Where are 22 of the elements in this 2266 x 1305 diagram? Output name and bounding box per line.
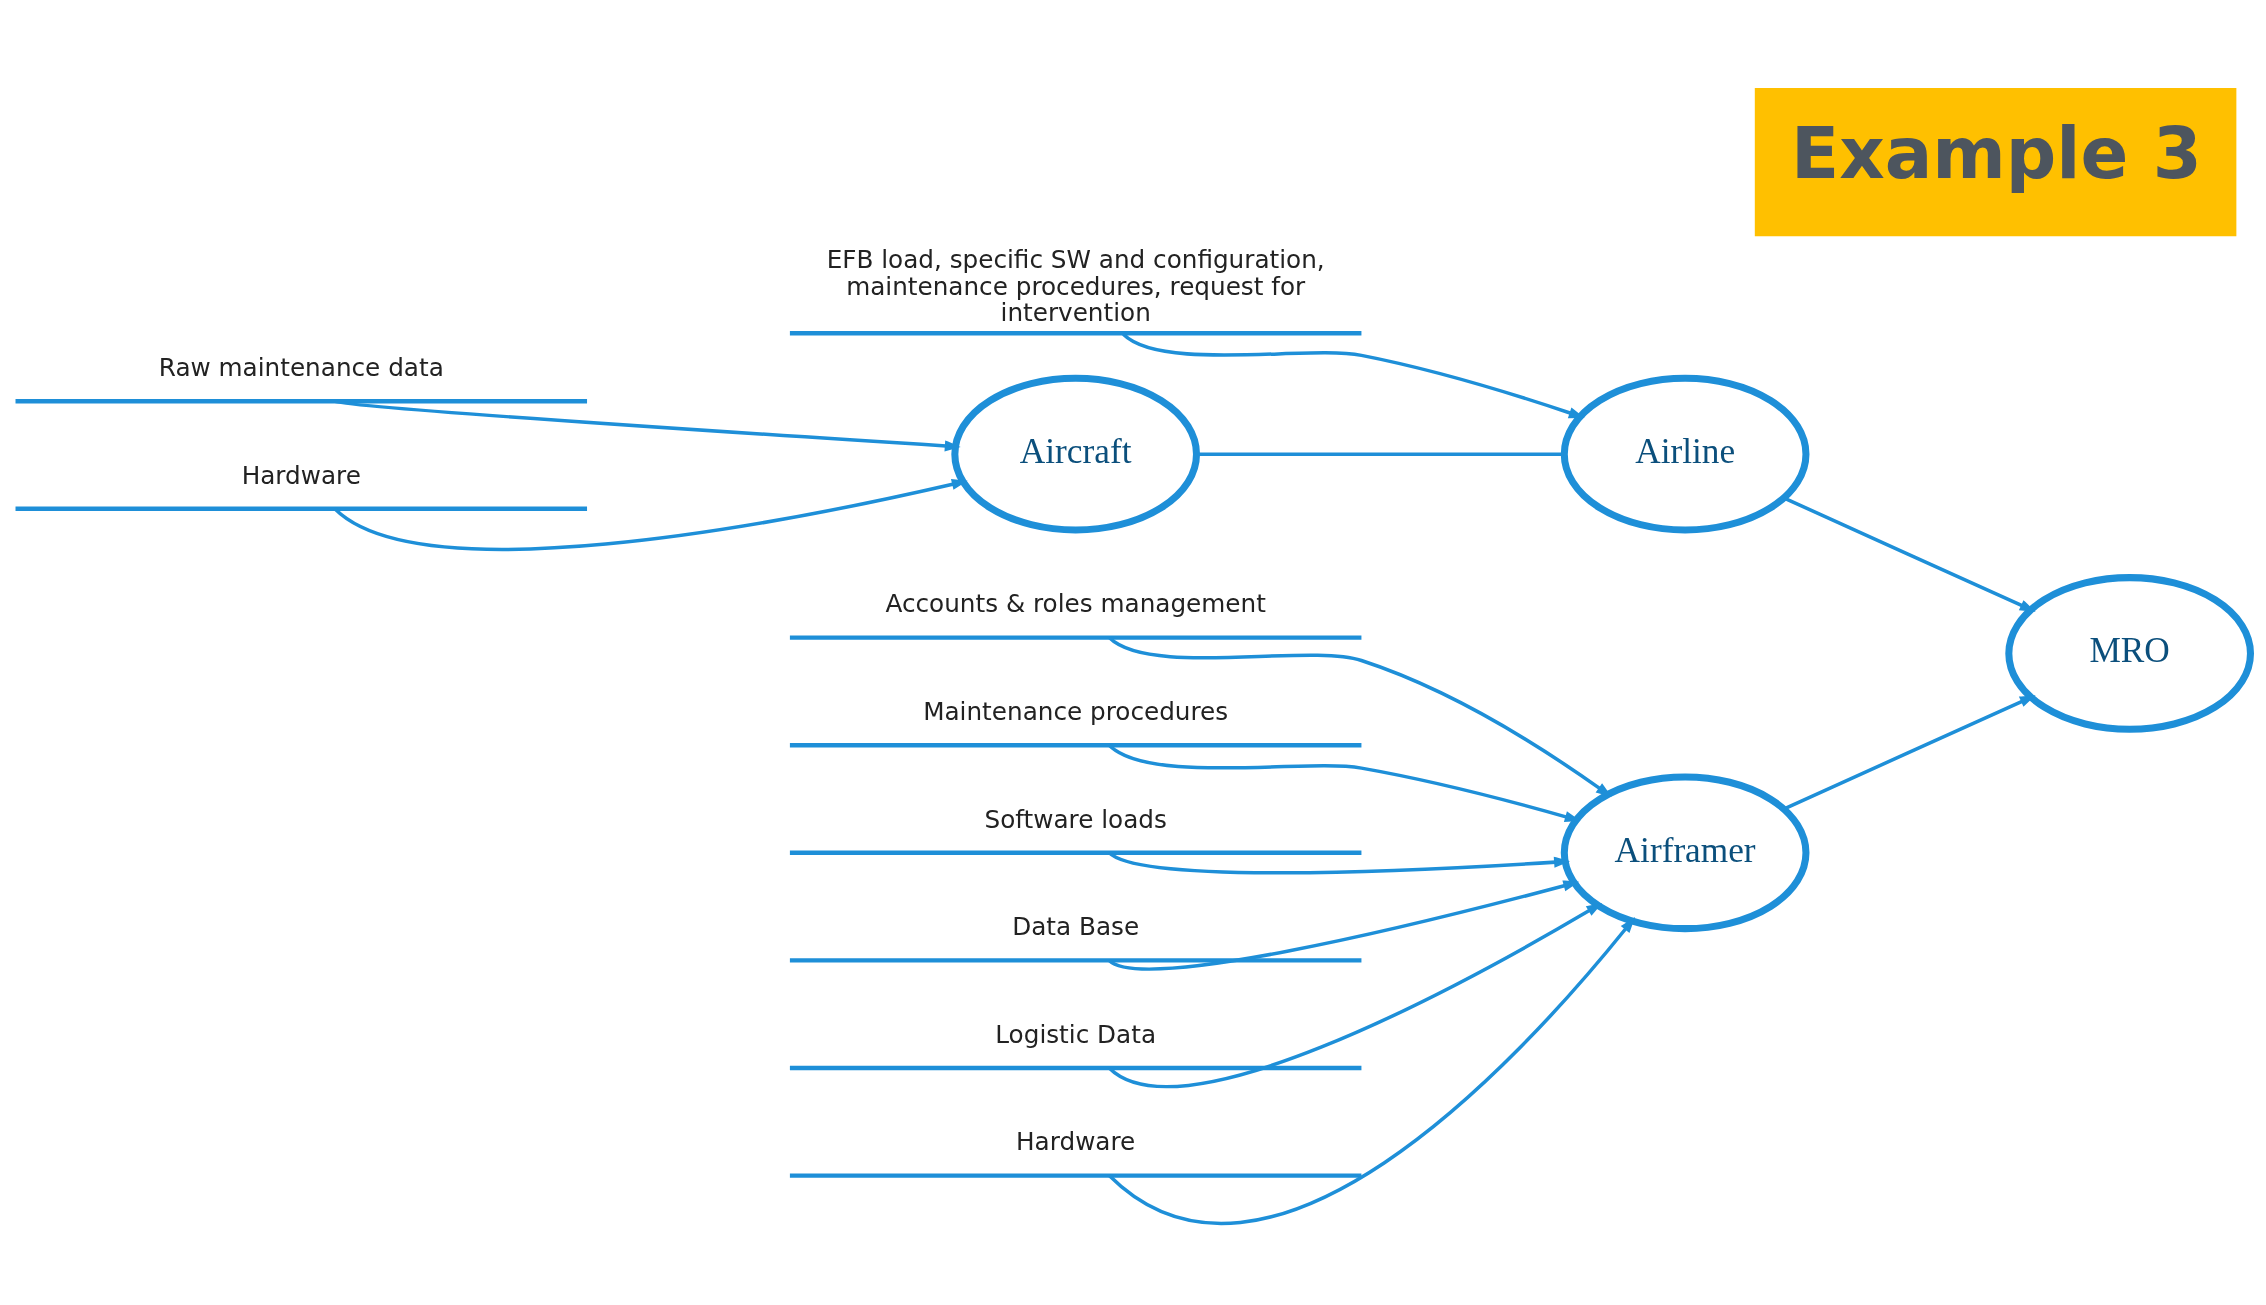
arrow <box>1108 636 1612 798</box>
node-text: Logistic Data <box>995 1019 1157 1049</box>
node-text: Hardware <box>1016 1127 1136 1157</box>
arrow <box>1122 332 1585 419</box>
arrow <box>334 399 961 452</box>
arrow <box>1108 902 1603 1088</box>
arrow <box>1108 880 1580 971</box>
node-text: Maintenance procedures <box>923 696 1229 726</box>
node-ellipse: Airline <box>1560 374 1810 534</box>
node-text: Hardware <box>241 460 361 490</box>
arrow <box>1783 496 2036 612</box>
diagram-title: Example 3 <box>1790 113 2202 196</box>
node-text: Accounts & roles management <box>885 589 1266 619</box>
node-text: EFB load, specific SW and configuration, maintenance procedures, request for intervention <box>826 245 1325 328</box>
arrow <box>333 478 968 552</box>
node-ellipse: MRO <box>2005 574 2254 733</box>
arrow <box>1783 695 2036 811</box>
node-text: Software loads <box>984 804 1167 834</box>
arrow <box>1108 917 1636 1225</box>
node-text: Data Base <box>1012 912 1140 942</box>
connector <box>1197 452 1564 456</box>
node-text: Raw maintenance data <box>158 352 444 382</box>
